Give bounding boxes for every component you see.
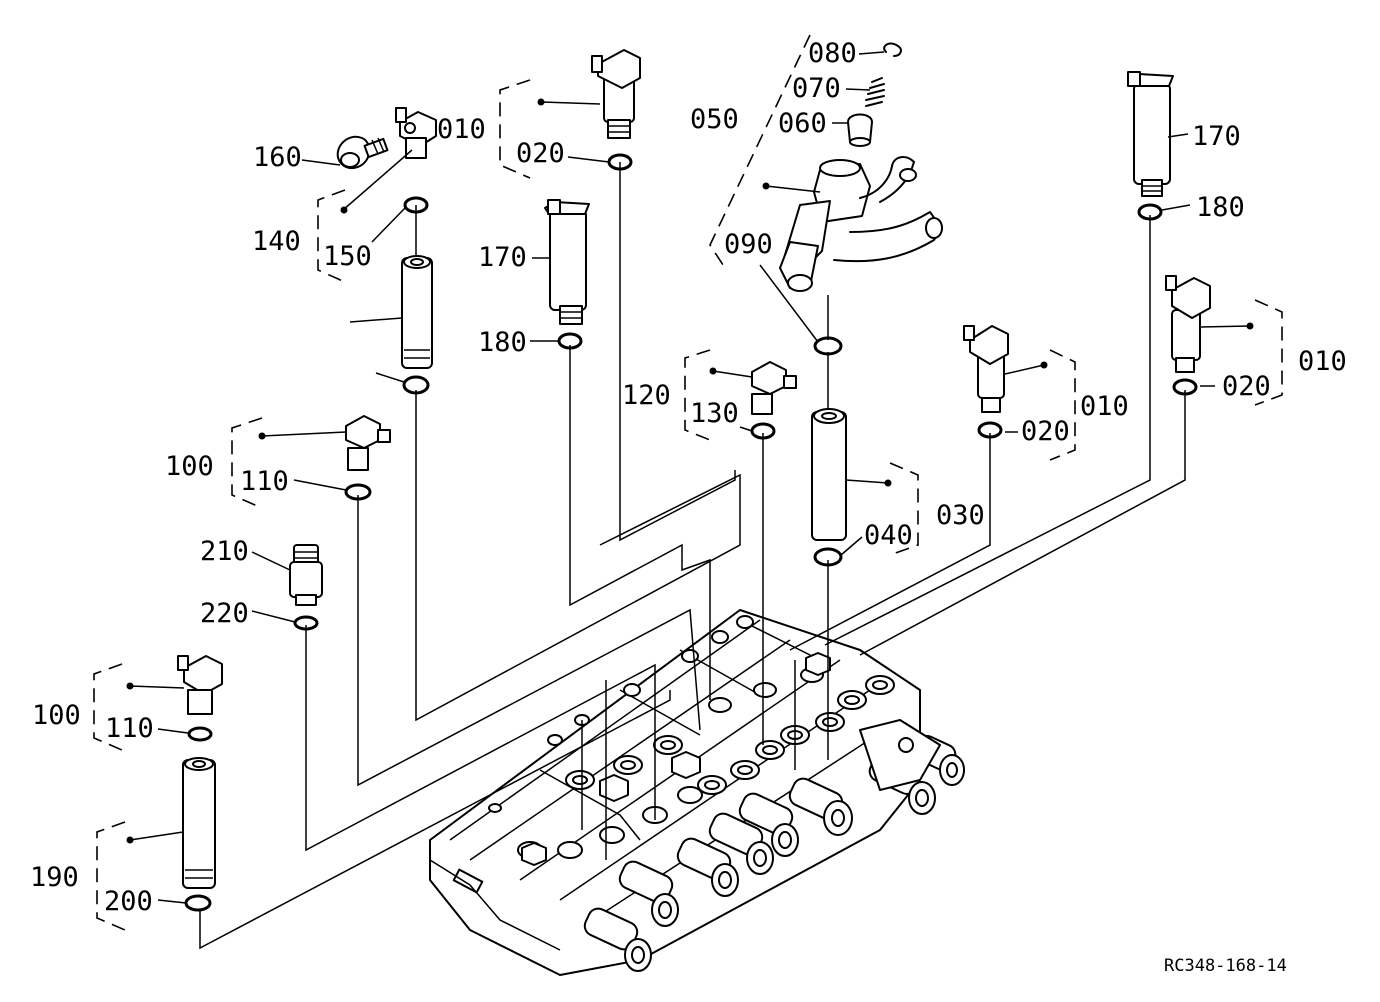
label-160: 160 — [253, 142, 302, 173]
label-010-top: 010 — [437, 114, 486, 145]
check-parts-060-070-080 — [847, 42, 902, 147]
label-020-top: 020 — [516, 138, 565, 169]
label-190: 190 — [30, 862, 79, 893]
label-050: 050 — [690, 104, 739, 135]
label-leaders — [129, 51, 1251, 904]
valve-210 — [289, 544, 323, 606]
group-dots — [126, 98, 1254, 844]
fitting-100-top — [345, 415, 391, 471]
label-210: 210 — [200, 536, 249, 567]
label-200: 200 — [104, 886, 153, 917]
tube-030 — [811, 408, 847, 541]
label-020-mid: 020 — [1021, 416, 1070, 447]
drawing-code: RC348-168-14 — [1164, 956, 1287, 976]
group-brackets — [93, 34, 1283, 931]
label-040: 040 — [864, 520, 913, 551]
control-valve-assembly — [429, 609, 965, 976]
label-180-right: 180 — [1196, 192, 1245, 223]
label-220: 220 — [200, 598, 249, 629]
label-110-bottom: 110 — [105, 713, 154, 744]
label-100-top: 100 — [165, 451, 214, 482]
label-020-right: 020 — [1222, 371, 1271, 402]
label-120: 120 — [622, 380, 671, 411]
switch-170-center — [544, 199, 590, 325]
label-090: 090 — [724, 229, 773, 260]
leader-lines — [199, 162, 1186, 950]
label-100-bottom: 100 — [32, 700, 81, 731]
label-170-right: 170 — [1192, 121, 1241, 152]
label-010-right: 010 — [1298, 346, 1347, 377]
fitting-100-bottom — [177, 655, 223, 715]
label-060: 060 — [778, 108, 827, 139]
label-010-mid: 010 — [1080, 391, 1129, 422]
label-070: 070 — [792, 73, 841, 104]
label-180-center: 180 — [478, 327, 527, 358]
o-rings — [184, 153, 1198, 912]
pressure-sensor-right — [1165, 275, 1211, 373]
label-080: 080 — [808, 38, 857, 69]
label-110-top: 110 — [240, 466, 289, 497]
switch-170-right — [1127, 71, 1174, 197]
tube-140 — [401, 255, 433, 369]
label-170-center: 170 — [478, 242, 527, 273]
label-130: 130 — [690, 398, 739, 429]
pressure-sensor-mid — [963, 325, 1009, 413]
cap-160 — [336, 135, 389, 170]
sensor-140-assembly — [395, 107, 437, 159]
label-030: 030 — [936, 500, 985, 531]
fitting-120 — [751, 361, 797, 415]
label-150: 150 — [323, 241, 372, 272]
tube-190 — [182, 757, 216, 889]
label-140: 140 — [252, 226, 301, 257]
components — [177, 42, 1211, 889]
pressure-sensor-top — [591, 49, 641, 139]
manifold-050 — [779, 156, 943, 292]
part-labels: 010 020 080 070 050 060 170 180 160 140 … — [30, 38, 1347, 917]
